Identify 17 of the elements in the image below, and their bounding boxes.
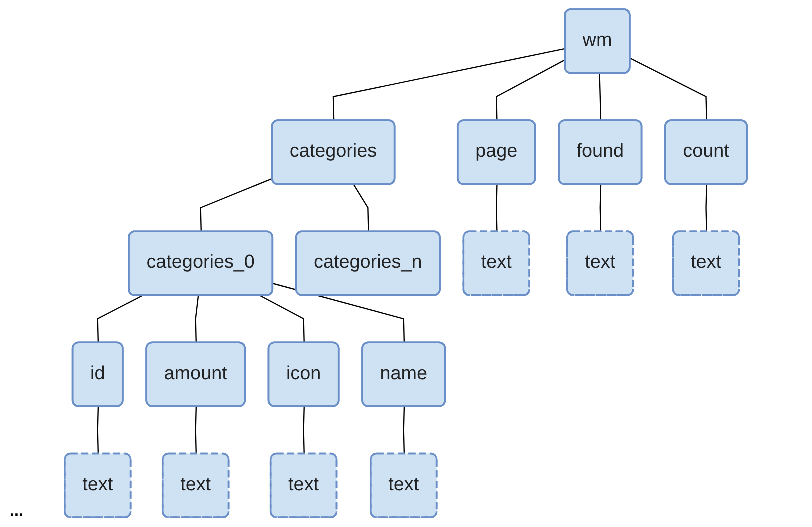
connector: [403, 407, 406, 454]
connector: [200, 178, 273, 232]
ellipsis-label: ...: [10, 503, 24, 520]
connector: [496, 184, 498, 232]
connector: [600, 184, 602, 232]
connector: [354, 184, 370, 232]
connector: [97, 407, 100, 454]
connector: [496, 59, 566, 122]
connector: [260, 295, 305, 344]
connector: [599, 74, 602, 122]
connector: [630, 58, 708, 122]
connector: [303, 407, 305, 454]
connector: [195, 407, 197, 454]
connector: [195, 296, 200, 344]
connector: [706, 184, 708, 232]
connector: [97, 295, 143, 344]
connector: [332, 48, 566, 122]
